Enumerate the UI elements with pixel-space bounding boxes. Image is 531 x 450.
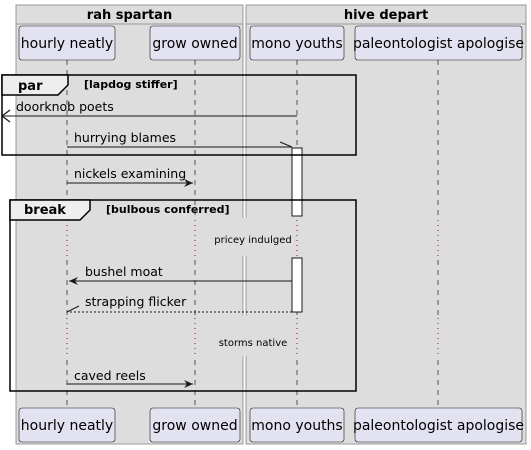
participant-hourly-neatly-top[interactable]: hourly neatly: [18, 25, 116, 61]
message-label: caved reels: [74, 368, 146, 383]
message-bushel-moat: bushel moat: [69, 264, 292, 285]
fragment-break: break [bulbous conferred]: [9, 199, 357, 392]
participant-paleontologist-apologise-top[interactable]: paleontologist apologise: [353, 25, 524, 61]
participant-label: hourly neatly: [21, 418, 113, 434]
participant-label: mono youths: [251, 418, 342, 434]
message-caved-reels: caved reels: [67, 368, 193, 388]
participant-label: paleontologist apologise: [353, 418, 524, 434]
activation-bars: [291, 147, 303, 313]
activation-bar: [291, 147, 303, 217]
participant-grow-owned-top[interactable]: grow owned: [149, 25, 241, 61]
message-nickels-examining: nickels examining: [67, 166, 193, 187]
participant-paleontologist-apologise-bottom[interactable]: paleontologist apologise: [353, 407, 524, 443]
group-title: rah spartan: [87, 8, 172, 23]
fragment-par: par [lapdog stiffer]: [1, 74, 357, 156]
message-label: nickels examining: [74, 166, 186, 181]
participant-label: grow owned: [152, 36, 237, 52]
participant-hourly-neatly-bottom[interactable]: hourly neatly: [18, 407, 116, 443]
message-label: bushel moat: [85, 264, 163, 279]
fragment-keyword: break: [24, 203, 66, 218]
participant-mono-youths-top[interactable]: mono youths: [249, 25, 345, 61]
message-doorknob-poets: doorknob poets: [1, 99, 297, 123]
message-label: doorknob poets: [16, 99, 114, 114]
fragment-guard: [bulbous conferred]: [106, 203, 230, 216]
message-label: hurrying blames: [74, 130, 176, 145]
message-label: strapping flicker: [85, 294, 187, 309]
delay-dots: [60, 218, 447, 356]
delay-label: pricey indulged: [214, 235, 291, 246]
participant-label: grow owned: [152, 418, 237, 434]
message-hurrying-blames: hurrying blames: [67, 130, 293, 148]
fragment-keyword: par: [18, 79, 43, 94]
participant-mono-youths-bottom[interactable]: mono youths: [249, 407, 345, 443]
participant-label: hourly neatly: [21, 36, 113, 52]
participant-grow-owned-bottom[interactable]: grow owned: [149, 407, 241, 443]
activation-bar: [291, 257, 303, 313]
participant-label: mono youths: [251, 36, 342, 52]
delay-label: storms native: [219, 338, 288, 349]
fragment-guard: [lapdog stiffer]: [84, 78, 178, 91]
participant-label: paleontologist apologise: [353, 36, 524, 52]
group-title: hive depart: [344, 8, 428, 23]
message-strapping-flicker: strapping flicker: [66, 294, 292, 313]
group-hive-depart: hive depart: [245, 4, 527, 445]
